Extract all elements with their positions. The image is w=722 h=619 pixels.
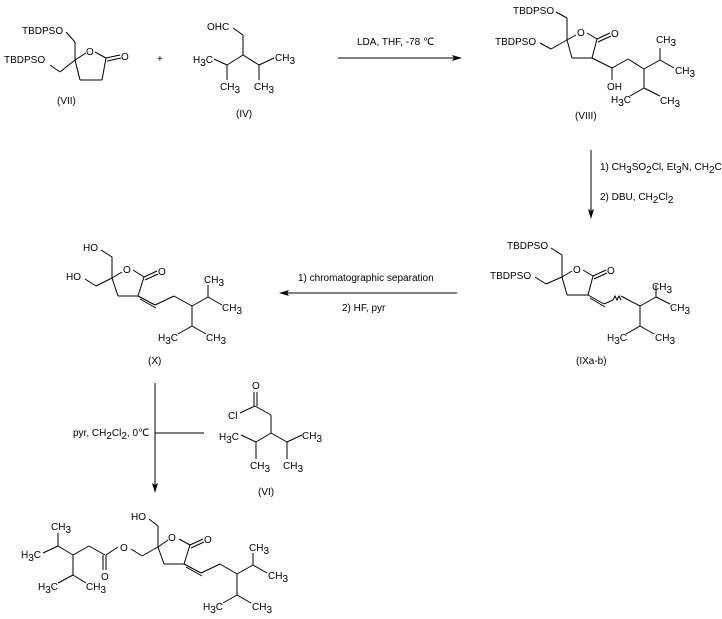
arrowhead — [588, 209, 594, 219]
tbdpso-label-1: TBDPSO — [22, 26, 63, 37]
methyl-6: CH3 — [268, 571, 288, 585]
ring-oxygen: O — [86, 47, 94, 58]
reaction-arrow-step2: 1) CH3SO2Cl, Et3N, CH2Cl2 2) DBU, CH2Cl2 — [588, 150, 722, 219]
ring-oxygen: O — [123, 265, 131, 276]
wavy-bond — [612, 294, 622, 302]
methyl-3: H3C — [38, 582, 58, 596]
compound-label-VI: (VI) — [258, 487, 274, 498]
compound-IV: OHC H3C CH3 CH3 CH3 (IV) — [193, 22, 295, 120]
compound-label-IXab: (IXa-b) — [576, 356, 607, 367]
tbdpso-label-1: TBDPSO — [507, 241, 548, 252]
ring-oxygen: O — [168, 533, 176, 544]
methyl-3: H3C — [611, 95, 631, 109]
hydroxyl-label: HO — [131, 512, 146, 523]
step2-line1: 1) CH3SO2Cl, Et3N, CH2Cl2 — [600, 162, 722, 176]
methyl-right: CH3 — [275, 53, 295, 67]
ring-oxygen: O — [573, 265, 581, 276]
compound-X: HO HO O O CH3 CH3 H3C CH3 (X) — [66, 243, 242, 367]
methyl-2: CH3 — [675, 66, 695, 80]
hydroxyl-label: OH — [607, 82, 622, 93]
tbdpso-label-2: TBDPSO — [4, 55, 45, 66]
step3-line2: 2) HF, pyr — [342, 303, 386, 314]
compound-VI: O Cl H3C CH3 CH3 CH3 (VI) — [219, 381, 322, 498]
step4-conditions: pyr, CH2Cl2, 0℃ — [73, 428, 149, 442]
methyl-1: CH3 — [656, 35, 676, 49]
methyl-3: H3C — [158, 333, 178, 347]
step3-line1: 1) chromatographic separation — [298, 273, 434, 284]
methyl-1: CH3 — [51, 522, 71, 536]
methyl-1: CH3 — [204, 275, 224, 289]
reaction-arrow-step3: 1) chromatographic separation 2) HF, pyr — [279, 273, 457, 314]
compound-label-VII: (VII) — [57, 96, 76, 107]
methyl-left: H3C — [219, 432, 239, 446]
tbdpso-label-2: TBDPSO — [490, 271, 531, 282]
methyl-3: H3C — [607, 333, 627, 347]
carbonyl-oxygen: O — [611, 29, 619, 40]
carbonyl-oxygen: O — [204, 535, 212, 546]
methyl-4: CH3 — [206, 333, 226, 347]
methyl-5: CH3 — [249, 543, 269, 557]
compound-label-IV: (IV) — [236, 109, 252, 120]
ring-oxygen: O — [577, 28, 585, 39]
ester-oxygen: O — [120, 543, 128, 554]
tbdpso-label-1: TBDPSO — [513, 6, 554, 17]
compound-VIII: TBDPSO TBDPSO O O OH CH3 CH3 H3C CH3 (VI… — [495, 6, 695, 122]
plus-sign: + — [157, 54, 163, 65]
methyl-4: CH3 — [86, 582, 106, 596]
methyl-left: H3C — [193, 55, 213, 69]
carbonyl-oxygen: O — [158, 267, 166, 278]
methyl-right: CH3 — [302, 431, 322, 445]
methyl-down-2: CH3 — [254, 82, 274, 96]
chloride-label: Cl — [228, 411, 237, 422]
methyl-7: H3C — [203, 602, 223, 616]
step2-line2: 2) DBU, CH2Cl2 — [600, 192, 674, 206]
methyl-2: CH3 — [222, 303, 242, 317]
reaction-arrow-step1: LDA, THF, -78 ℃ — [338, 37, 462, 61]
compound-IXab: TBDPSO TBDPSO O O CH3 CH3 H3C CH3 (IXa-b… — [490, 241, 690, 367]
step1-conditions: LDA, THF, -78 ℃ — [357, 37, 434, 48]
methyl-4: CH3 — [655, 333, 675, 347]
compound-label-X: (X) — [148, 356, 161, 367]
reaction-arrow-step4: pyr, CH2Cl2, 0℃ — [73, 383, 204, 493]
hydroxyl-label-1: HO — [83, 243, 98, 254]
arrowhead — [152, 483, 158, 493]
methyl-down-1: CH3 — [250, 461, 270, 475]
ester-carbonyl-oxygen: O — [101, 572, 109, 583]
arrowhead — [452, 55, 462, 61]
methyl-8: CH3 — [252, 602, 272, 616]
aldehyde-label: OHC — [207, 22, 229, 33]
carbonyl-oxygen: O — [252, 381, 260, 392]
compound-VII: TBDPSO TBDPSO O O (VII) — [4, 26, 129, 107]
compound-product: HO O O CH3 CH3 H3C CH3 O O — [21, 512, 288, 616]
carbonyl-oxygen: O — [121, 52, 129, 63]
methyl-2: CH3 — [670, 303, 690, 317]
methyl-down-2: CH3 — [283, 461, 303, 475]
methyl-1: CH3 — [652, 282, 672, 296]
hydroxyl-label-2: HO — [66, 272, 81, 283]
carbonyl-oxygen: O — [607, 266, 615, 277]
arrowhead — [279, 290, 289, 296]
methyl-down-1: CH3 — [220, 82, 240, 96]
methyl-4: CH3 — [660, 96, 680, 110]
tbdpso-label-2: TBDPSO — [495, 37, 536, 48]
compound-label-VIII: (VIII) — [575, 111, 597, 122]
methyl-2: H3C — [21, 550, 41, 564]
